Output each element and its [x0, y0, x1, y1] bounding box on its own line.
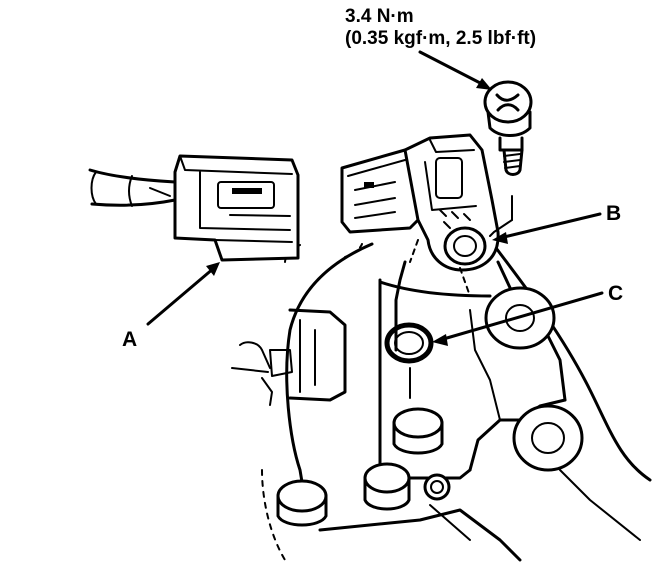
map-sensor — [340, 133, 513, 297]
o-ring — [384, 322, 434, 364]
harness-connector — [88, 154, 300, 262]
callout-a-arrow — [146, 262, 220, 326]
callout-b-arrow — [492, 212, 602, 244]
callout-a-label: A — [122, 328, 137, 351]
mounting-bracket — [276, 238, 652, 562]
engine-housing — [231, 242, 374, 561]
torque-value: 3.4 N·m — [345, 6, 414, 27]
callout-b-label: B — [606, 202, 621, 225]
torque-conversion: (0.35 kgf·m, 2.5 lbf·ft) — [345, 28, 536, 49]
torque-leader-arrow — [418, 50, 492, 90]
mounting-bolt — [483, 80, 533, 176]
callout-c-label: C — [608, 282, 623, 305]
callout-c-arrow — [432, 291, 604, 346]
